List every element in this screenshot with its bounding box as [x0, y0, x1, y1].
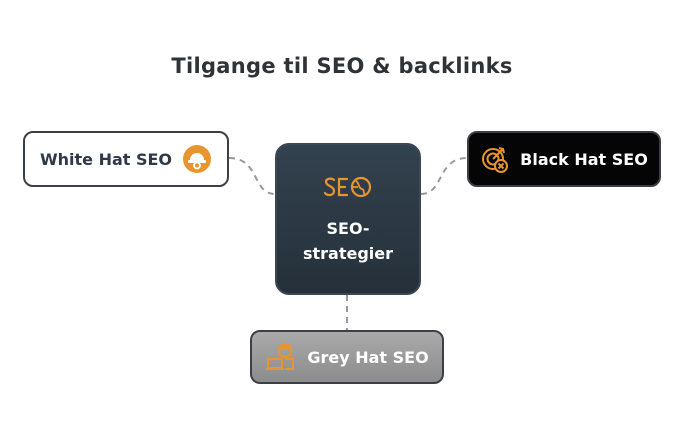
white-hat-seo-label: White Hat SEO: [39, 149, 173, 169]
white-hat-seo-node: White Hat SEO: [23, 131, 229, 187]
grey-hat-seo-label: Grey Hat SEO: [307, 347, 429, 367]
diagram-title: Tilgange til SEO & backlinks: [171, 54, 513, 78]
seo-strategies-node: SEO-strategier: [275, 143, 421, 295]
black-hat-seo-node: Black Hat SEO: [467, 131, 661, 187]
seo-globe-icon: [322, 172, 374, 202]
connector-white: [228, 157, 276, 195]
connector-black: [420, 157, 468, 195]
grey-hat-seo-node: Grey Hat SEO: [250, 330, 444, 384]
worker-laptop-icon: [265, 342, 297, 372]
hardhat-gear-icon: [182, 144, 212, 174]
target-x-icon: [480, 144, 510, 174]
black-hat-seo-label: Black Hat SEO: [520, 149, 648, 169]
seo-strategies-label: SEO-strategier: [302, 219, 394, 263]
